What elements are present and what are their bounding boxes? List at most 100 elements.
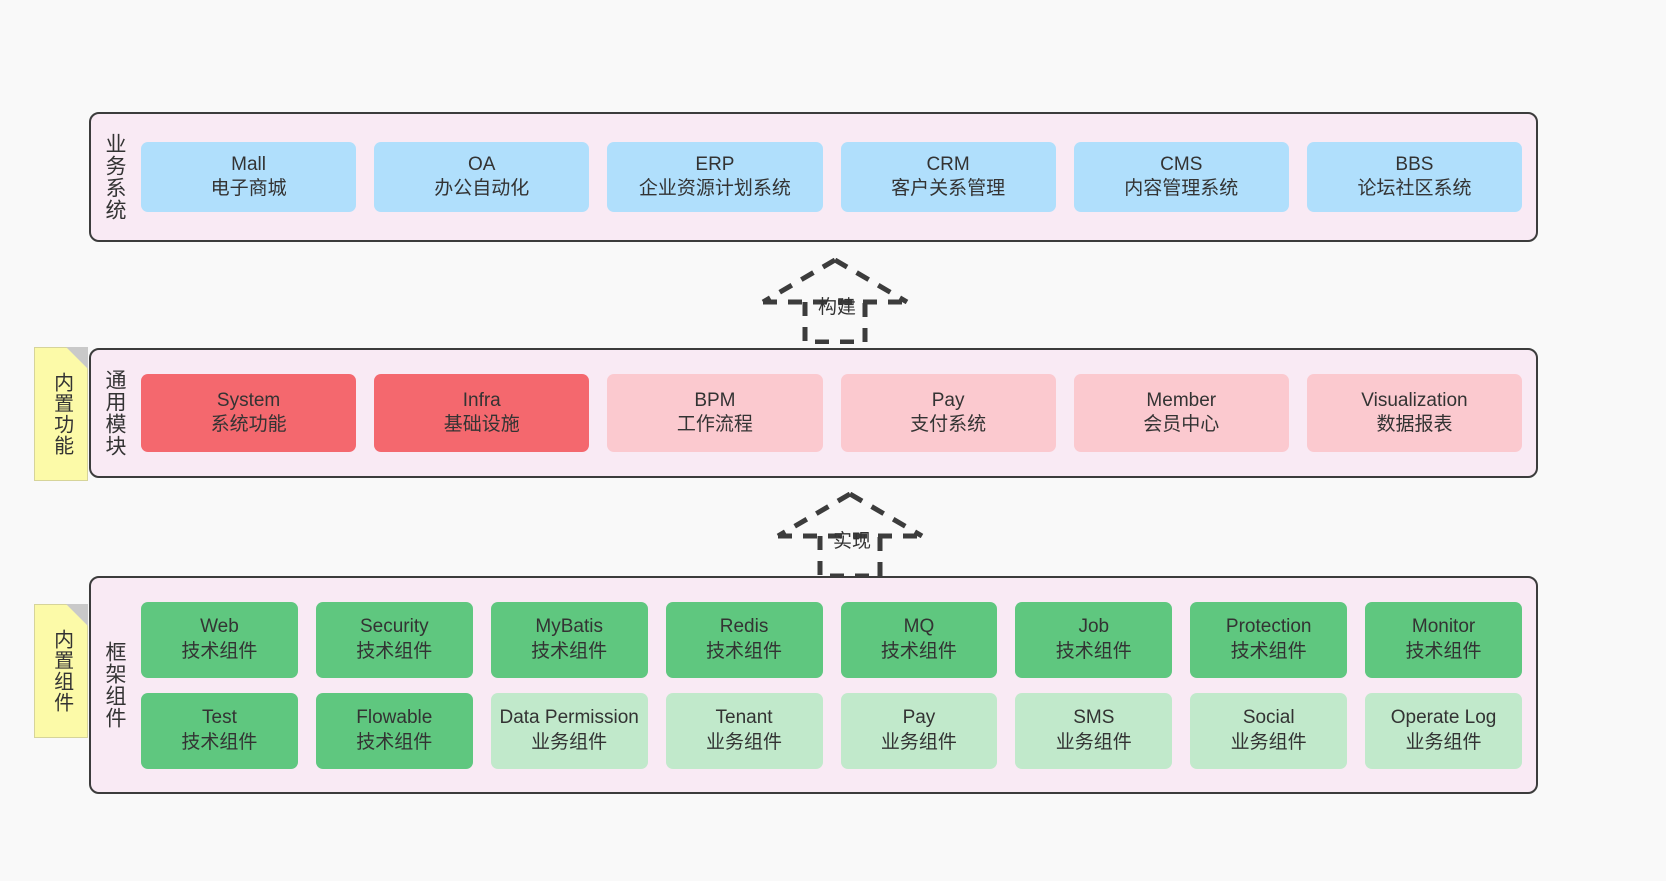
note-builtin-features: 内置功能	[34, 347, 88, 481]
card-title: Pay	[902, 707, 936, 729]
card-flowable[interactable]: Flowable 技术组件	[315, 692, 473, 769]
card-title: Member	[1146, 389, 1217, 411]
note-text: 内置功能	[50, 372, 73, 456]
card-title: Operate Log	[1390, 707, 1497, 729]
card-title: Mall	[231, 153, 266, 175]
card-oa[interactable]: OA 办公自动化	[374, 142, 590, 212]
card-subtitle: 业务组件	[1405, 731, 1482, 753]
card-title: Social	[1242, 707, 1295, 729]
card-crm[interactable]: CRM 客户关系管理	[840, 142, 1056, 212]
card-title: System	[216, 389, 281, 411]
card-cms[interactable]: CMS 内容管理系统	[1073, 142, 1289, 212]
layer-body-framework-components: Web 技术组件 Security 技术组件 MyBatis 技术组件 Redi…	[137, 578, 1536, 792]
arrow-label-build: 构建	[818, 297, 857, 318]
layer-title-common-modules: 通用模块	[102, 369, 126, 457]
card-title: MyBatis	[535, 616, 603, 638]
card-row: Mall 电子商城 OA 办公自动化 ERP 企业资源计划系统 CRM 客户关系…	[141, 142, 1523, 212]
card-sms[interactable]: SMS 业务组件	[1015, 692, 1173, 769]
card-subtitle: 工作流程	[676, 414, 753, 435]
card-subtitle: 技术组件	[1055, 640, 1132, 662]
card-subtitle: 支付系统	[910, 414, 987, 435]
card-job[interactable]: Job 技术组件	[1015, 601, 1173, 678]
card-title: MQ	[903, 616, 935, 638]
card-subtitle: 技术组件	[1230, 640, 1307, 662]
card-redis[interactable]: Redis 技术组件	[665, 601, 823, 678]
card-subtitle: 数据报表	[1376, 414, 1453, 435]
card-row: Web 技术组件 Security 技术组件 MyBatis 技术组件 Redi…	[141, 601, 1522, 678]
card-mq[interactable]: MQ 技术组件	[840, 601, 998, 678]
card-title: Tenant	[715, 707, 773, 729]
arrow-label-implement: 实现	[833, 531, 872, 552]
card-subtitle: 业务组件	[880, 731, 957, 753]
layer-title-business-systems: 业务系统	[102, 133, 126, 221]
card-protection[interactable]: Protection 技术组件	[1190, 601, 1348, 678]
card-test[interactable]: Test 技术组件	[141, 692, 298, 769]
card-subtitle: 业务组件	[1055, 731, 1132, 753]
card-subtitle: 业务组件	[531, 731, 608, 753]
card-subtitle: 技术组件	[356, 731, 433, 753]
card-mall[interactable]: Mall 电子商城	[141, 142, 357, 212]
card-title: Flowable	[356, 707, 433, 729]
layer-body-business-systems: Mall 电子商城 OA 办公自动化 ERP 企业资源计划系统 CRM 客户关系…	[137, 114, 1536, 240]
card-row: Test 技术组件 Flowable 技术组件 Data Permission …	[141, 692, 1522, 769]
card-subtitle: 技术组件	[181, 731, 258, 753]
card-title: Protection	[1225, 616, 1312, 638]
card-title: Infra	[462, 389, 501, 411]
card-subtitle: 基础设施	[443, 414, 520, 435]
card-subtitle: 业务组件	[706, 731, 783, 753]
card-title: Visualization	[1361, 389, 1468, 411]
card-subtitle: 会员中心	[1143, 414, 1220, 435]
layer-title-framework-components: 框架组件	[102, 641, 126, 729]
card-bpm[interactable]: BPM 工作流程	[607, 374, 823, 452]
card-title: Monitor	[1411, 616, 1476, 638]
card-erp[interactable]: ERP 企业资源计划系统	[607, 142, 823, 212]
card-bbs[interactable]: BBS 论坛社区系统	[1306, 142, 1523, 212]
card-subtitle: 技术组件	[1405, 640, 1482, 662]
card-title: Job	[1078, 616, 1110, 638]
card-data-permission[interactable]: Data Permission 业务组件	[490, 692, 648, 769]
card-subtitle: 论坛社区系统	[1357, 178, 1472, 199]
card-monitor[interactable]: Monitor 技术组件	[1365, 601, 1522, 678]
card-subtitle: 技术组件	[181, 640, 258, 662]
layer-business-systems: 业务系统 Mall 电子商城 OA 办公自动化 ERP 企业资源计划系统 CRM…	[89, 112, 1538, 242]
card-subtitle: 系统功能	[210, 414, 287, 435]
card-row: System 系统功能 Infra 基础设施 BPM 工作流程 Pay 支付系统…	[141, 374, 1523, 452]
card-subtitle: 客户关系管理	[891, 178, 1006, 199]
card-subtitle: 技术组件	[706, 640, 783, 662]
card-title: Security	[359, 616, 429, 638]
card-title: Redis	[719, 616, 769, 638]
card-title: Web	[200, 616, 239, 638]
card-mybatis[interactable]: MyBatis 技术组件	[490, 601, 648, 678]
card-member[interactable]: Member 会员中心	[1073, 374, 1289, 452]
card-social[interactable]: Social 业务组件	[1190, 692, 1348, 769]
layer-common-modules: 通用模块 System 系统功能 Infra 基础设施 BPM 工作流程 Pay…	[89, 348, 1538, 478]
card-subtitle: 技术组件	[356, 640, 433, 662]
card-security[interactable]: Security 技术组件	[315, 601, 473, 678]
card-pay[interactable]: Pay 支付系统	[840, 374, 1056, 452]
card-tenant[interactable]: Tenant 业务组件	[665, 692, 823, 769]
card-title: Test	[202, 707, 237, 729]
card-title: BBS	[1395, 153, 1434, 175]
card-subtitle: 技术组件	[880, 640, 957, 662]
card-title: ERP	[695, 153, 735, 175]
layer-body-common-modules: System 系统功能 Infra 基础设施 BPM 工作流程 Pay 支付系统…	[137, 350, 1536, 476]
card-subtitle: 办公自动化	[434, 178, 530, 199]
card-title: OA	[468, 153, 496, 175]
card-visualization[interactable]: Visualization 数据报表	[1306, 374, 1523, 452]
card-operate-log[interactable]: Operate Log 业务组件	[1365, 692, 1522, 769]
card-infra[interactable]: Infra 基础设施	[374, 374, 590, 452]
card-title: SMS	[1073, 707, 1115, 729]
card-subtitle: 内容管理系统	[1124, 178, 1239, 199]
card-web[interactable]: Web 技术组件	[141, 601, 298, 678]
card-pay-component[interactable]: Pay 业务组件	[840, 692, 998, 769]
card-subtitle: 企业资源计划系统	[638, 178, 791, 199]
card-title: CMS	[1160, 153, 1203, 175]
layer-framework-components: 框架组件 Web 技术组件 Security 技术组件 MyBatis 技术组件…	[89, 576, 1538, 794]
card-system[interactable]: System 系统功能	[141, 374, 357, 452]
card-title: Data Permission	[499, 707, 639, 729]
card-subtitle: 电子商城	[210, 178, 287, 199]
card-subtitle: 业务组件	[1230, 731, 1307, 753]
note-text: 内置组件	[50, 629, 73, 713]
card-title: Pay	[931, 389, 965, 411]
